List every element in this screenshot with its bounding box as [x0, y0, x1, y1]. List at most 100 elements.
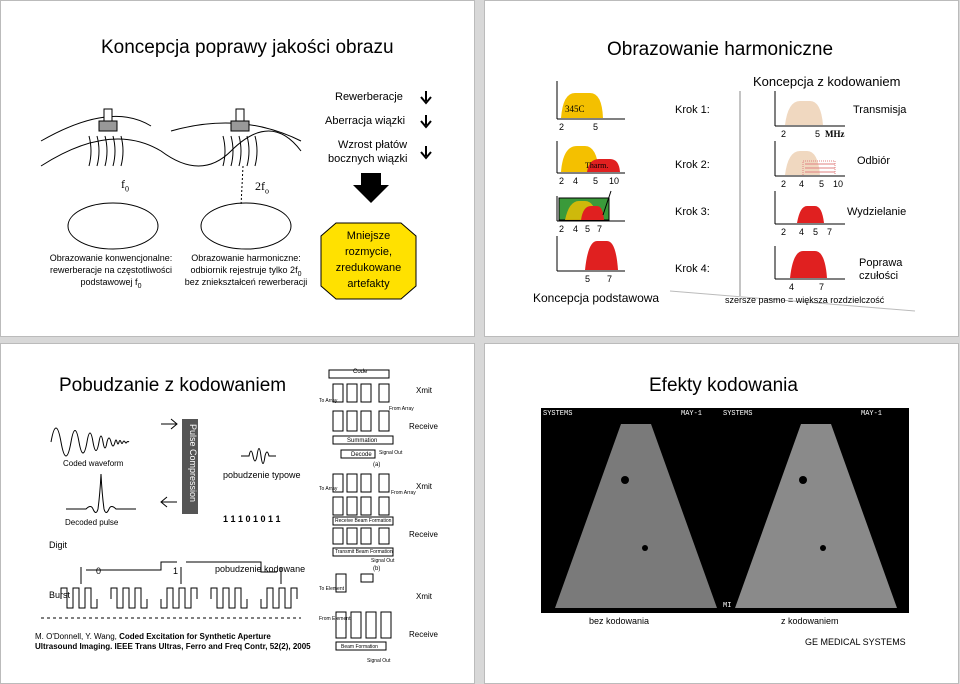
diag-transmit-bf: Transmit Beam Formation — [335, 549, 393, 555]
diag-receive-3: Receive — [409, 630, 438, 639]
digit-zero: 0 — [96, 566, 102, 576]
diag-receive-1: Receive — [409, 422, 438, 431]
label-sidelobes-2: bocznych wiązki — [328, 153, 408, 165]
diag-xmit-2: Xmit — [416, 482, 432, 491]
raxis2-4: 4 — [799, 179, 805, 189]
bit-sequence: 1 1 1 0 1 0 1 1 — [223, 514, 281, 524]
raxis3-5: 5 — [813, 227, 819, 237]
axis2-10: 10 — [609, 176, 620, 186]
diag-to-array-a: To Array — [319, 398, 338, 404]
caption-harmonic-1: Obrazowanie harmoniczne: — [191, 253, 301, 263]
raxis1-2: 2 — [781, 129, 787, 139]
diag-from-array-b: From Array — [391, 490, 416, 496]
raxis3-7: 7 — [827, 227, 833, 237]
effect-line-2: rozmycie, — [344, 246, 393, 258]
effect-line-3: zredukowane — [335, 262, 402, 274]
decoded-pulse-label: Decoded pulse — [65, 518, 119, 527]
diag-signal-out-c: Signal Out — [367, 658, 391, 664]
ge-medical-systems: GE MEDICAL SYSTEMS — [805, 637, 906, 647]
label-transmit: Transmisja — [853, 104, 907, 116]
slide-image-quality: Koncepcja poprawy jakości obrazu f0 2fo … — [0, 0, 475, 337]
caption-conventional-3: podstawowej f0 — [80, 277, 142, 290]
diag-receive-bf: Receive Beam Formation — [335, 518, 392, 524]
axis3-5: 5 — [585, 224, 591, 234]
reference-line-2: Ultrasound Imaging. IEEE Trans Ultras, F… — [35, 642, 311, 651]
label-improve-2: czułości — [859, 270, 899, 282]
coded-excitation-label: pobudzenie kodowane — [215, 564, 306, 574]
transducer-drawing — [40, 91, 432, 300]
label-reverberations: Rewerberacje — [335, 91, 403, 103]
raxis3-2: 2 — [781, 227, 787, 237]
ultrasound-without-coding: SYSTEMS MAY-1 — [541, 408, 729, 613]
raxis1-mhz: MHz — [825, 129, 845, 139]
axis3-2: 2 — [559, 224, 565, 234]
caption-conventional-2: rewerberacje na częstotliwości — [49, 265, 173, 275]
diag-decode: Decode — [351, 452, 372, 458]
burst-label: Burst — [49, 590, 71, 600]
pulse-compression-label: Pulse Compression — [188, 424, 198, 503]
slide2-subtitle: Koncepcja z kodowaniem — [753, 74, 901, 89]
digit-one: 1 — [173, 566, 179, 576]
box-tharm: Tharm. — [585, 161, 609, 170]
slide-coding-effects: Efekty kodowania SYSTEMS MAY-1 SYSTEMS M… — [484, 343, 959, 684]
raxis4-4: 4 — [789, 282, 795, 292]
diag-label-b: (b) — [373, 566, 381, 572]
coded-waveform-label: Coded waveform — [63, 459, 124, 468]
raxis2-10: 10 — [833, 179, 844, 189]
raxis2-2: 2 — [781, 179, 787, 189]
bandwidth-note: szersze pasmo = większa rozdzielczość — [725, 295, 885, 305]
diag-xmit-3: Xmit — [416, 592, 432, 601]
diag-signal-out-b: Signal Out — [371, 558, 395, 564]
axis2-5: 5 — [593, 176, 599, 186]
diag-from-array-a: From Array — [389, 406, 414, 412]
slide-harmonic-imaging: Obrazowanie harmoniczne Koncepcja z kodo… — [484, 0, 959, 337]
caption-harmonic-2: odbiornik rejestruje tylko 2f0 — [190, 265, 302, 278]
raxis3-4: 4 — [799, 227, 805, 237]
box-345c: 345C — [565, 104, 585, 114]
caption-with-coding: z kodowaniem — [781, 616, 839, 626]
reference-line-1: M. O'Donnell, Y. Wang, Coded Excitation … — [35, 632, 271, 641]
slide3-title: Pobudzanie z kodowaniem — [59, 375, 287, 396]
effect-line-1: Mniejsze — [346, 230, 391, 242]
axis4-5: 5 — [585, 274, 591, 284]
digit-label: Digit — [49, 540, 68, 550]
caption-conventional-1: Obrazowanie konwencjonalne: — [49, 253, 173, 263]
diag-to-element: To Element — [319, 586, 345, 592]
step-1: Krok 1: — [675, 104, 710, 116]
effect-line-4: artefakty — [347, 278, 390, 290]
axis3-4: 4 — [573, 224, 579, 234]
raxis4-7: 7 — [819, 282, 825, 292]
us-left-systems: SYSTEMS — [543, 410, 573, 418]
diag-signal-out-a: Signal Out — [379, 450, 403, 456]
diag-beam-formation: Beam Formation — [341, 644, 378, 650]
slide4-title: Efekty kodowania — [649, 375, 798, 396]
us-right-date: MAY-1 — [861, 410, 883, 418]
slide-coded-excitation: Pobudzanie z kodowaniem — [0, 343, 475, 684]
step-3: Krok 3: — [675, 206, 710, 218]
label-extract: Wydzielanie — [847, 206, 907, 218]
diag-summation: Summation — [347, 438, 378, 444]
step-4: Krok 4: — [675, 263, 710, 275]
slide2-title: Obrazowanie harmoniczne — [607, 39, 834, 60]
diag-code: Code — [353, 369, 368, 375]
us-left-date: MAY-1 — [681, 410, 703, 418]
diag-to-array-b: To Array — [319, 486, 338, 492]
raxis1-5: 5 — [815, 129, 821, 139]
axis2-4: 4 — [573, 176, 579, 186]
step-2: Krok 2: — [675, 159, 710, 171]
f0-label-b: 2fo — [255, 179, 269, 196]
basic-concept: Koncepcja podstawowa — [533, 291, 660, 305]
typical-excitation-label: pobudzenie typowe — [223, 470, 301, 480]
axis2-2: 2 — [559, 176, 565, 186]
caption-without-coding: bez kodowania — [589, 616, 650, 626]
f0-label-a: f0 — [121, 177, 129, 194]
raxis2-5: 5 — [819, 179, 825, 189]
ultrasound-fan-right — [735, 424, 897, 608]
caption-harmonic-3: bez zniekształceń rewerberacji — [184, 277, 308, 287]
label-receive: Odbiór — [857, 155, 891, 167]
axis1-2: 2 — [559, 122, 565, 132]
ultrasound-with-coding: SYSTEMS MAY-1 MI — [721, 408, 909, 613]
us-right-mi: MI — [723, 602, 732, 610]
label-improve-1: Poprawa — [859, 257, 903, 269]
axis3-7: 7 — [597, 224, 603, 234]
